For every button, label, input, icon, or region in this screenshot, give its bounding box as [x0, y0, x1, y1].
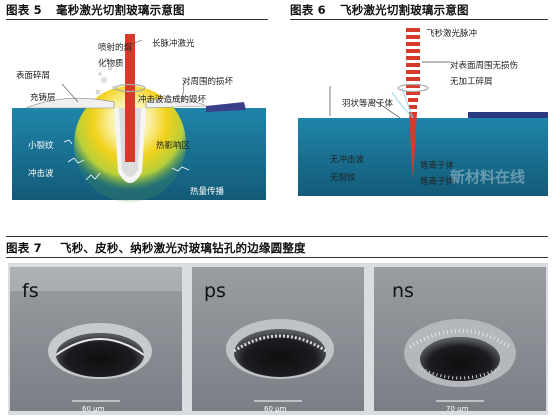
fig7-bottom-rule: [6, 257, 548, 258]
label-no-crack: 无裂纹: [330, 172, 356, 183]
fig7-number: 图表 7: [6, 241, 42, 255]
label-no-damage: 对表面周围无损伤: [450, 60, 518, 71]
fig6-illustration: 新材料在线 飞秒激光脉冲 对表面周围无损伤 无加工碎屑 羽状等离子体 无冲击波 …: [298, 28, 548, 196]
label-shock-damage: 冲击波造成的毁坏: [138, 94, 207, 105]
fig7-top-rule: [6, 236, 548, 237]
fig7-caption: 图表 7 飞秒、皮秒、纳秒激光对玻璃钻孔的边缘圆整度: [6, 240, 306, 256]
label-eject2: 化物质: [98, 58, 124, 69]
long-pulse-laser-beam: [125, 34, 135, 162]
label-damage: 对周围的损坏: [182, 76, 234, 87]
fig7-title: 飞秒、皮秒、纳秒激光对玻璃钻孔的边缘圆整度: [60, 241, 306, 255]
ps-tag: ps: [204, 280, 226, 302]
label-long-pulse: 长脉冲激光: [152, 38, 195, 49]
surface-debris: [25, 97, 115, 109]
ps-scale: 60 μm: [264, 405, 287, 413]
fs-tag: fs: [22, 280, 39, 302]
fs-pulse-train: [406, 28, 420, 109]
surface-strip: [468, 112, 548, 118]
watermark: 新材料在线: [450, 168, 525, 186]
focus-ring: [114, 83, 146, 93]
sem-panel-ps: ps 60 μm: [192, 267, 364, 413]
ns-hole: [420, 337, 500, 381]
leader-lines: [61, 39, 185, 103]
focus-ring: [397, 83, 429, 93]
label-fs-pulse: 飞秒激光脉冲: [426, 28, 477, 39]
fig7-sem-strip: fs 60 μm ps 60 μm ns 70 μm: [8, 263, 548, 415]
sem-images: fs 60 μm ps 60 μm ns 70 μm: [10, 267, 546, 413]
fig6-rule: [290, 19, 548, 20]
ns-scale: 70 μm: [446, 405, 469, 413]
cut-channel: [409, 112, 417, 180]
sem-panel-fs: fs 60 μm: [10, 267, 182, 413]
fig6-number: 图表 6: [290, 3, 326, 17]
fig5-caption: 图表 5 毫秒激光切割玻璃示意图: [6, 2, 185, 18]
label-no-debris: 无加工碎屑: [450, 76, 493, 87]
shock-damage-strip: [206, 102, 246, 112]
leader-lines: [329, 61, 450, 119]
sem-panel-ns: ns 70 μm: [374, 267, 546, 413]
label-plume: 羽状等离子体: [342, 98, 394, 109]
label-surface-debris: 表面碎屑: [16, 70, 50, 81]
glass-body: [298, 118, 548, 196]
label-shockwave: 冲击波: [28, 168, 54, 179]
label-haz: 热影响区: [156, 140, 191, 151]
plasma-plume: [391, 87, 414, 119]
fig5-illustration: 喷射的熔 化物质 长脉冲激光 表面碎屑 充铸层 对周围的损坏 冲击波造成的毁坏 …: [12, 34, 266, 202]
fig6-caption: 图表 6 飞秒激光切割玻璃示意图: [290, 2, 469, 18]
label-plasma-1: 等离子体: [420, 160, 455, 171]
label-plasma-2: 等离子体: [420, 176, 455, 187]
fig5-title: 毫秒激光切割玻璃示意图: [56, 3, 185, 17]
ns-tag: ns: [392, 280, 414, 302]
label-eject: 喷射的熔: [98, 42, 133, 53]
fig5-rule: [6, 19, 268, 20]
label-heat: 热量传播: [190, 186, 225, 197]
label-no-shock: 无冲击波: [330, 154, 365, 165]
fig6-title: 飞秒激光切割玻璃示意图: [340, 3, 469, 17]
microcracks: [63, 139, 190, 181]
fig5-number: 图表 5: [6, 3, 42, 17]
label-recast: 充铸层: [30, 92, 56, 103]
label-microcrack: 小裂纹: [28, 140, 54, 151]
fs-scale: 60 μm: [82, 405, 105, 413]
